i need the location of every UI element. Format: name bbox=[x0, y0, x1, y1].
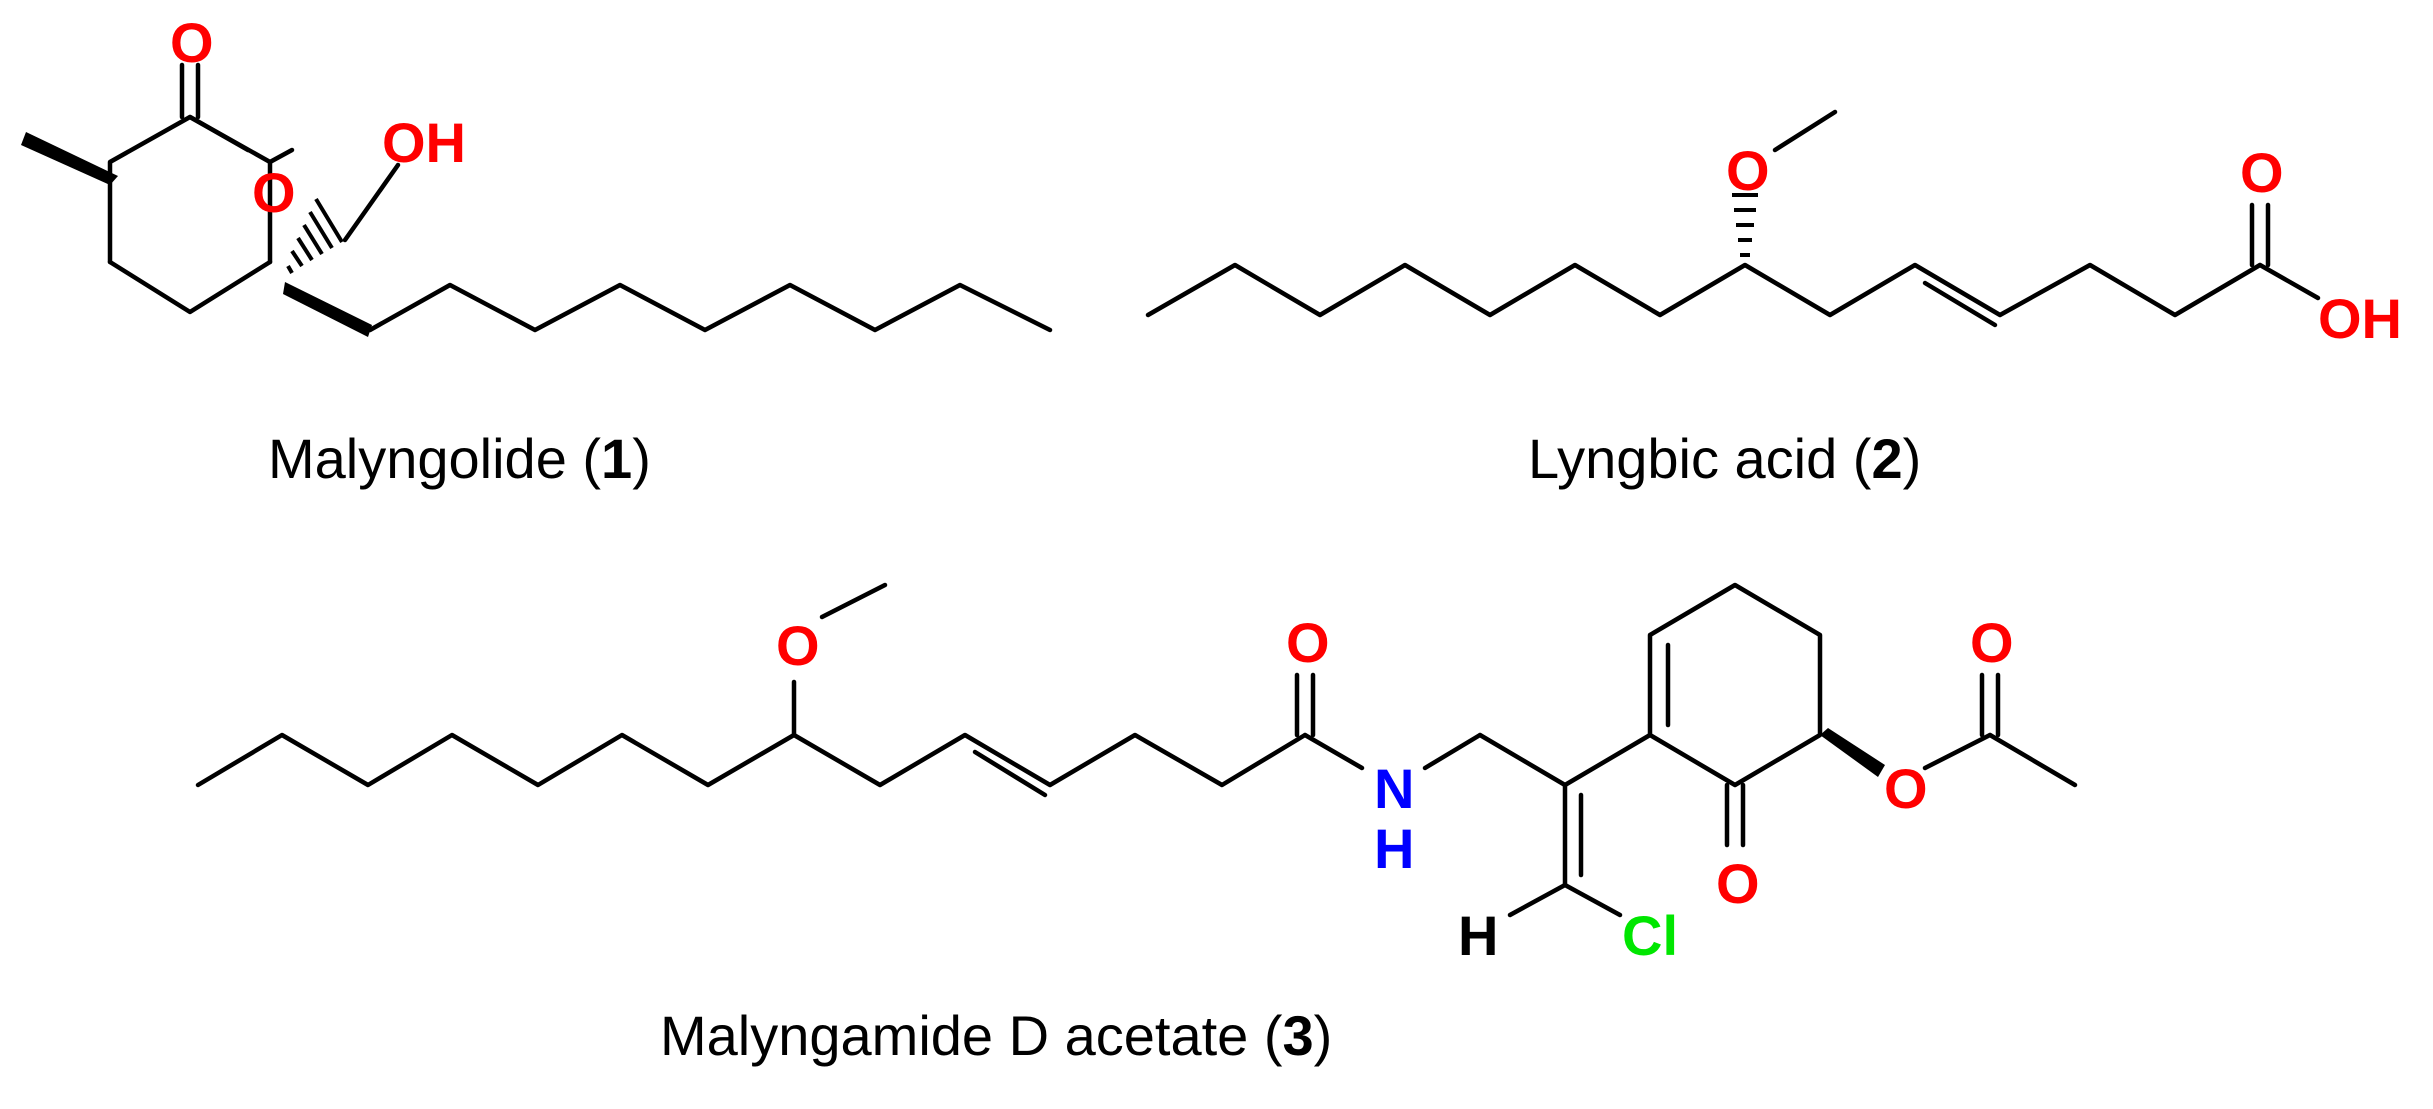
lyngbic-acid-carbonyl-oxygen: O bbox=[2240, 141, 2284, 204]
lyngbic-acid-alkene-inner bbox=[1922, 280, 1998, 328]
malyngamide-n-ch2-bond bbox=[1422, 732, 1483, 771]
malyngamide-vinyl-cl-bond bbox=[1562, 882, 1623, 918]
malyngamide-alkene-inner bbox=[972, 749, 1048, 798]
malyngolide-ch2-o-bond bbox=[342, 162, 401, 243]
malyngamide-ester-wedge bbox=[1820, 728, 1885, 777]
malyngamide-caption-number: 3 bbox=[1283, 1004, 1314, 1067]
malyngamide-methoxy-methyl bbox=[819, 582, 888, 620]
malyngolide-ring-bonds bbox=[107, 114, 273, 315]
lyngbic-acid-methoxy-oxygen: O bbox=[1726, 139, 1770, 202]
lyngbic-acid-structure: O O OH Lyngbic acid (2) bbox=[1145, 109, 2402, 490]
malyngamide-d-acetate-structure: O O N H H Cl O O O Malyngamide D acetate… bbox=[195, 582, 2078, 1067]
malyngolide-caption: Malyngolide (1) bbox=[268, 427, 651, 490]
malyngolide-caption-close: ) bbox=[632, 427, 651, 490]
lyngbic-acid-chain bbox=[1145, 262, 2263, 318]
malyngamide-ester-o-c-bond bbox=[1922, 732, 1993, 771]
lyngbic-acid-caption-close: ) bbox=[1903, 427, 1922, 490]
malyngolide-caption-name: Malyngolide ( bbox=[268, 427, 601, 490]
malyngamide-chlorine-atom: Cl bbox=[1622, 904, 1678, 967]
malyngolide-structure: O O OH Malyngolide (1) bbox=[21, 11, 1053, 490]
lyngbic-acid-hashed-bond bbox=[1732, 193, 1758, 257]
malyngolide-hashed-bond bbox=[286, 197, 344, 274]
lyngbic-acid-caption-name: Lyngbic acid ( bbox=[1528, 427, 1872, 490]
malyngolide-alkyl-chain bbox=[367, 282, 1053, 333]
malyngamide-ester-oxygen: O bbox=[1884, 757, 1928, 820]
malyngamide-c-n-bond bbox=[1302, 732, 1365, 771]
malyngolide-caption-number: 1 bbox=[601, 427, 632, 490]
malyngamide-caption-close: ) bbox=[1314, 1004, 1333, 1067]
malyngamide-alkyl-chain bbox=[195, 732, 1308, 788]
malyngolide-ring-o-c-bond bbox=[267, 147, 295, 165]
malyngamide-amide-oxygen: O bbox=[1286, 611, 1330, 674]
malyngolide-ring-oxygen: O bbox=[252, 161, 296, 224]
lyngbic-acid-methoxy-methyl bbox=[1772, 109, 1838, 153]
lyngbic-acid-caption-number: 2 bbox=[1871, 427, 1902, 490]
malyngamide-amide-nitrogen: N bbox=[1374, 757, 1414, 820]
malyngolide-methyl-wedge bbox=[21, 132, 118, 185]
malyngamide-acetyl-methyl bbox=[1987, 732, 2078, 788]
malyngolide-chain-wedge bbox=[283, 282, 372, 337]
malyngamide-ring-bonds bbox=[1647, 582, 1823, 788]
malyngamide-acetyl-oxygen: O bbox=[1970, 611, 2014, 674]
malyngamide-amide-hydrogen: H bbox=[1374, 817, 1414, 880]
malyngolide-hydroxyl-group: OH bbox=[382, 111, 466, 174]
malyngamide-methoxy-oxygen: O bbox=[776, 614, 820, 677]
lyngbic-acid-hydroxyl-group: OH bbox=[2318, 287, 2402, 350]
malyngamide-caption: Malyngamide D acetate (3) bbox=[660, 1004, 1332, 1067]
malyngamide-vinyl-h-bond bbox=[1507, 882, 1568, 918]
malyngamide-vinyl-hydrogen: H bbox=[1458, 904, 1498, 967]
malyngamide-caption-name: Malyngamide D acetate ( bbox=[660, 1004, 1283, 1067]
malyngolide-carbonyl-oxygen: O bbox=[170, 11, 214, 74]
lyngbic-acid-caption: Lyngbic acid (2) bbox=[1528, 427, 1921, 490]
malyngamide-ch2-vinyl-bond bbox=[1477, 732, 1653, 788]
malyngolide-ring-c-o-bond bbox=[187, 114, 251, 153]
malyngamide-ketone-oxygen: O bbox=[1716, 852, 1760, 915]
lyngbic-acid-c-oh-bond bbox=[2257, 262, 2321, 301]
